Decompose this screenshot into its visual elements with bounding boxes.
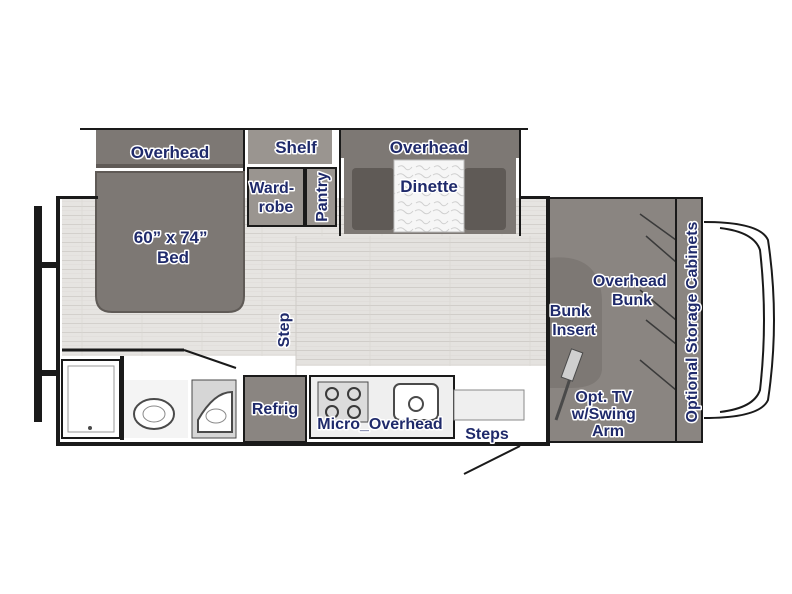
wardrobe-label: Ward- robe [249,180,298,216]
overhead-bunk-label: Overhead Bunk [593,273,671,309]
micro-overhead-label: Micro_Overhead [317,416,442,433]
pantry [305,167,337,227]
bed [95,171,245,313]
slide-out [80,128,528,236]
bed-label: 60” x 74” Bed [134,228,212,267]
overhead-dinette-label: Overhead [390,138,468,157]
bunk-insert-label: Bunk Insert [550,303,597,339]
optional-storage-label: Optional Storage Cabinets [684,221,701,422]
overhead-bedroom-label: Overhead [131,143,209,162]
dinette [344,158,516,234]
steps-label: Steps [465,426,509,443]
storage-cabinets [675,197,703,443]
entry-door [463,445,521,475]
cab-front [703,221,775,419]
tv-label: Opt. TV w/Swing Arm [571,389,640,440]
overhead-bunk [547,197,677,443]
step-label: Step [276,312,293,347]
galley [243,375,525,443]
wardrobe [247,167,305,227]
bathroom [61,356,237,440]
refrig-label: Refrig [252,401,298,418]
dinette-label: Dinette [400,177,458,196]
pantry-label: Pantry [314,172,331,222]
shelf-label: Shelf [275,138,317,157]
